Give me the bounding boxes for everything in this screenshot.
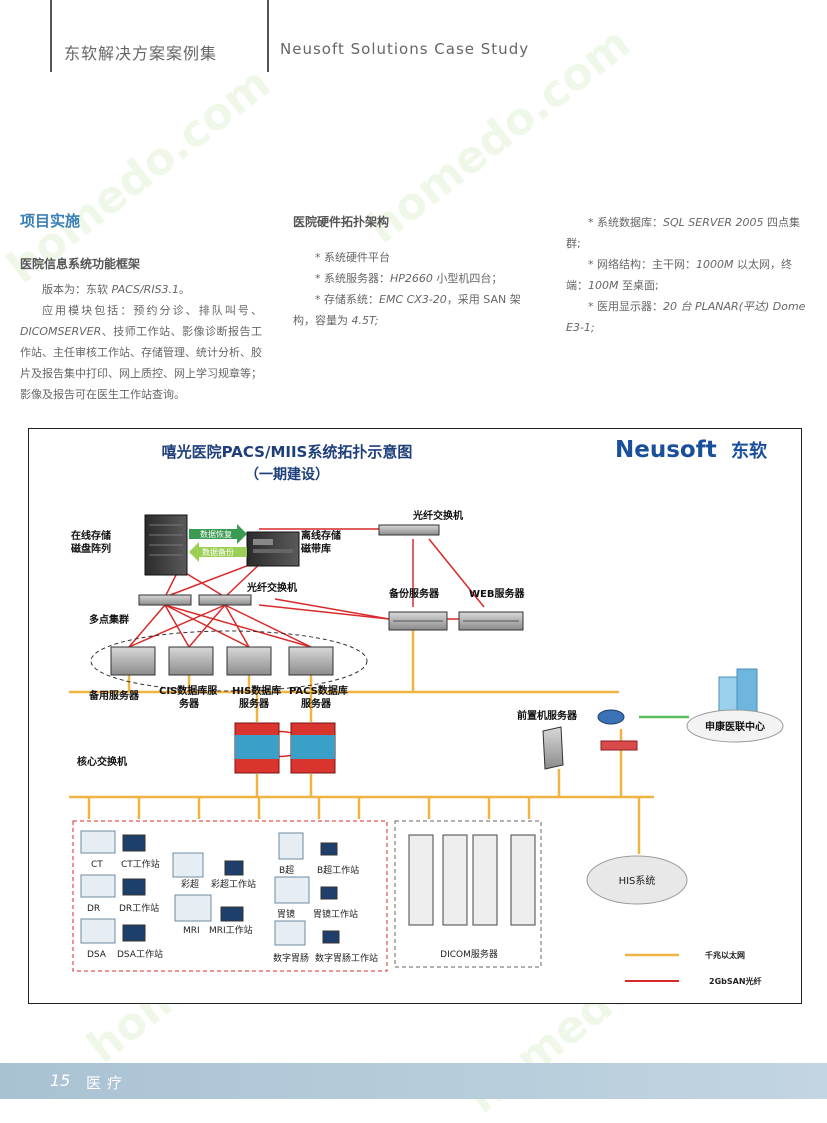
modality-icons xyxy=(80,830,340,946)
label-endoscope-ws: 胃镜工作站 xyxy=(313,908,358,920)
paragraph: 版本为：东软 PACS/RIS3.1。 xyxy=(42,283,191,296)
label-offline-storage: 离线存储磁带库 xyxy=(301,529,341,555)
text-column-3: * 系统数据库：SQL SERVER 2005 四点集群; * 网络结构：主干网… xyxy=(566,212,810,338)
label-cluster: 多点集群 xyxy=(89,613,129,626)
label-digital-gi-ws: 数字胃肠工作站 xyxy=(315,952,378,964)
footer-bar: 15 医疗 xyxy=(0,1063,827,1099)
label-dsa: DSA xyxy=(87,950,107,960)
legend-san: 2GbSAN光纤 xyxy=(709,976,762,986)
label-pacs-db-server: PACS数据库服务器 xyxy=(289,684,348,710)
label-color-us: 彩超 xyxy=(181,878,199,890)
data-restore-arrow: 数据恢复 xyxy=(189,524,247,544)
data-backup-arrow: 数据备份 xyxy=(189,542,247,562)
label-his-db-server: HIS数据库服务器 xyxy=(232,684,281,710)
header-title-cn: 东软解决方案案例集 xyxy=(64,44,218,63)
label-ct-ws: CT工作站 xyxy=(121,858,160,870)
text-column-2: 医院硬件拓扑架构 * 系统硬件平台 * 系统服务器：HP2660 小型机四台； … xyxy=(293,212,533,331)
label-endoscope: 胃镜 xyxy=(277,908,295,920)
label-cis-server: CIS数据库服务器 xyxy=(159,684,218,710)
label-dr-ws: DR工作站 xyxy=(119,902,159,914)
legend: 千兆以太网 2GbSAN光纤 xyxy=(625,950,762,986)
topology-svg: 嘻光医院PACS/MIIS系统拓扑示意图 （一期建设） Neusoft 东软 xyxy=(69,437,784,986)
his-system-cloud xyxy=(586,855,688,905)
header-divider xyxy=(50,0,52,72)
header-title-en: Neusoft Solutions Case Study xyxy=(280,40,530,58)
label-backup-server: 备份服务器 xyxy=(388,587,440,600)
ethernet-links xyxy=(69,629,654,854)
disk-array-icon xyxy=(144,514,188,576)
neusoft-logo: Neusoft 东软 xyxy=(615,437,767,463)
list-item: * 存储系统：EMC CX3-20，采用 SAN 架构，容量为 4.5T; xyxy=(293,293,521,327)
section-title: 项目实施 xyxy=(20,212,81,230)
label-fc-switch-top: 光纤交换机 xyxy=(412,509,463,522)
svg-text:数据恢复: 数据恢复 xyxy=(200,529,232,539)
label-dr: DR xyxy=(87,904,100,914)
label-dicom-server: DICOM服务器 xyxy=(440,948,498,960)
label-digital-gi: 数字胃肠 xyxy=(273,952,309,964)
cluster-outline xyxy=(90,630,368,692)
list-item: * 网络结构：主干网：1000M 以太网，终端：100M 至桌面; xyxy=(566,258,792,292)
modality-labels: CT CT工作站 DR DR工作站 DSA DSA工作站 彩超 彩超工作站 MR… xyxy=(87,858,378,964)
svg-text:Neusoft: Neusoft xyxy=(615,437,717,463)
paragraph: 应用模块包括：预约分诊、排队叫号、DICOMSERVER、技师工作站、影像诊断报… xyxy=(20,304,262,401)
text-column-1: 医院信息系统功能框架 版本为：东软 PACS/RIS3.1。 应用模块包括：预约… xyxy=(20,254,262,405)
column-subtitle: 医院信息系统功能框架 xyxy=(20,257,141,271)
list-item: * 系统数据库：SQL SERVER 2005 四点集群; xyxy=(566,216,800,250)
legend-ethernet: 千兆以太网 xyxy=(705,950,745,960)
router-icon xyxy=(597,709,625,725)
web-server-icon xyxy=(458,611,524,631)
label-web-server: WEB服务器 xyxy=(469,587,525,600)
label-b-us: B超 xyxy=(279,864,294,876)
core-switch-icon xyxy=(234,722,336,774)
tape-library-icon xyxy=(246,531,300,567)
footer-label: 医疗 xyxy=(86,1074,129,1092)
label-online-storage-text: 在线存储磁盘阵列 xyxy=(71,529,111,555)
label-his-system: HIS系统 xyxy=(619,874,656,887)
san-links xyxy=(128,528,485,758)
label-core-switch: 核心交换机 xyxy=(77,755,127,768)
label-mri: MRI xyxy=(183,926,200,936)
svg-text:东软: 东软 xyxy=(731,440,767,462)
label-mri-ws: MRI工作站 xyxy=(209,924,253,936)
diagram-title: 嘻光医院PACS/MIIS系统拓扑示意图 xyxy=(162,443,413,461)
fibre-switch-top-icon xyxy=(378,524,440,536)
center-cloud xyxy=(686,709,784,743)
svg-text:数据备份: 数据备份 xyxy=(202,547,234,557)
label-center: 申康医联中心 xyxy=(705,720,765,733)
label-front-server: 前置机服务器 xyxy=(517,709,578,722)
dicom-server-icons xyxy=(408,834,536,926)
header-divider xyxy=(267,0,269,72)
list-item: * 系统硬件平台 xyxy=(315,251,390,264)
list-item: * 系统服务器：HP2660 小型机四台； xyxy=(315,272,503,285)
label-ct: CT xyxy=(91,860,103,870)
hospital-building-icon xyxy=(718,668,758,714)
label-color-us-ws: 彩超工作站 xyxy=(211,878,256,890)
topology-diagram: 嘻光医院PACS/MIIS系统拓扑示意图 （一期建设） Neusoft 东软 xyxy=(28,428,802,1004)
label-fc-switch-mid: 光纤交换机 xyxy=(246,581,297,594)
diagram-subtitle: （一期建设） xyxy=(245,466,329,483)
firewall-icon xyxy=(600,740,638,751)
column-subtitle: 医院硬件拓扑架构 xyxy=(293,215,390,229)
list-item: * 医用显示器：20 台 PLANAR(平达) Dome E3-1; xyxy=(566,300,806,334)
dicom-group xyxy=(394,820,542,968)
front-server-icon xyxy=(542,726,564,770)
label-b-us-ws: B超工作站 xyxy=(317,864,359,876)
label-dsa-ws: DSA工作站 xyxy=(117,948,163,960)
fibre-switch-mid-icon xyxy=(138,594,252,606)
cluster-server-icons xyxy=(110,646,334,676)
backup-server-icon xyxy=(388,611,448,631)
label-spare-server: 备用服务器 xyxy=(88,689,140,702)
modality-group xyxy=(72,820,388,972)
page-number: 15 xyxy=(50,1071,71,1090)
